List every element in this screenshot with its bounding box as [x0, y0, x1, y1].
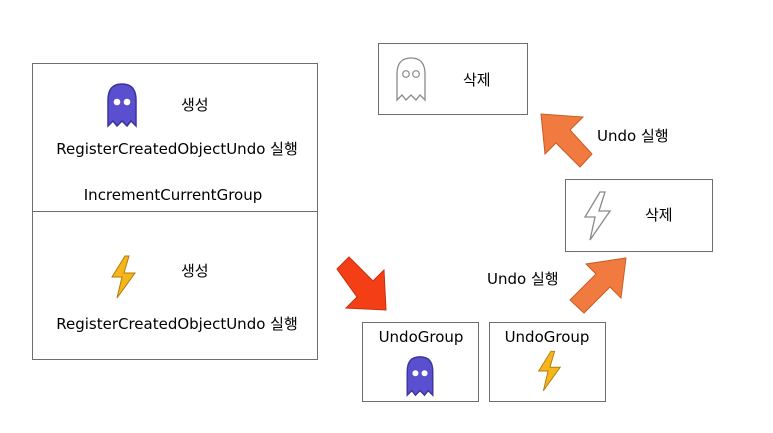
- undo-label-lower: Undo 실행: [487, 270, 559, 288]
- left-panel: [32, 63, 318, 360]
- lightning-icon: [111, 255, 136, 299]
- arrow-up-right-icon: [569, 257, 627, 314]
- lightning-outline-icon: [583, 191, 612, 241]
- register-label-lightning: RegisterCreatedObjectUndo 실행: [56, 315, 298, 333]
- ghost-outline-icon: [396, 57, 426, 102]
- ghost-icon: [406, 356, 434, 397]
- create-label-ghost: 생성: [181, 96, 209, 114]
- increment-label: IncrementCurrentGroup: [83, 186, 263, 204]
- undo-label-upper: Undo 실행: [597, 127, 669, 145]
- ghost-icon: [107, 83, 137, 128]
- deleted-label-lightning: 삭제: [645, 206, 673, 224]
- panel-divider: [33, 211, 317, 212]
- deleted-label-ghost: 삭제: [463, 71, 491, 89]
- register-label-ghost: RegisterCreatedObjectUndo 실행: [56, 140, 298, 158]
- undo-group-ghost-label: UndoGroup: [378, 328, 464, 346]
- lightning-icon: [537, 350, 562, 391]
- undo-group-lightning-label: UndoGroup: [504, 328, 590, 346]
- create-label-lightning: 생성: [181, 262, 209, 280]
- arrow-down-right-icon: [336, 256, 387, 311]
- arrow-up-left-icon: [540, 113, 593, 168]
- undo-group-lightning: [489, 322, 606, 402]
